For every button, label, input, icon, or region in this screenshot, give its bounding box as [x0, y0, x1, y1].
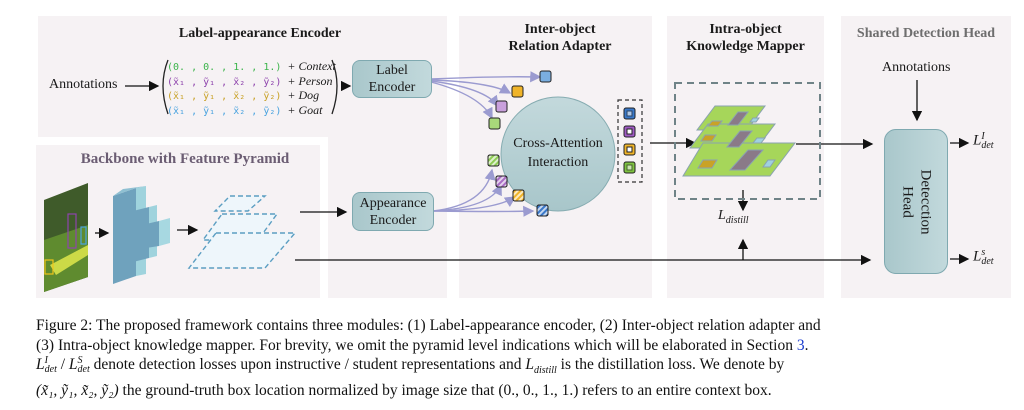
- matrix-coords: (x̃₁ , ỹ₁ , x̃₂ , ỹ₂): [167, 91, 282, 102]
- intra-object-title-line1: Intra-object: [709, 22, 782, 37]
- distill-loss-sub: distill: [725, 214, 749, 226]
- appearance-encoder-flows: [432, 168, 535, 217]
- label-appearance-title: Label-appearance Encoder: [178, 26, 342, 41]
- appearance-encoder-line2: Encoder: [369, 212, 417, 228]
- cap-coords: (x̃₁, ỹ₁, x̃₂, ỹ₂): [36, 381, 119, 399]
- label-token-goat: [539, 70, 552, 83]
- cap-l4b: the ground-truth box location normalized…: [118, 381, 499, 399]
- matrix-row-person: (x̃₁ , ỹ₁ , x̃₂ , ỹ₂) + Person: [167, 73, 336, 90]
- cross-attention-circle: [500, 96, 616, 212]
- label-encoder-line1: Label: [376, 63, 408, 78]
- label-token-dog: [511, 85, 524, 98]
- cap-l1: L: [36, 356, 45, 373]
- intra-object-title: Intra-object Knowledge Mapper: [667, 21, 824, 55]
- annotations-input-label: Annotations: [49, 77, 118, 92]
- matrix-row-dog: (x̃₁ , ỹ₁ , x̃₂ , ỹ₂) + Dog: [167, 89, 336, 104]
- diagram-graphics: [44, 59, 970, 292]
- detection-head-box: Detecction Head: [884, 129, 948, 274]
- detection-head-line1: Detecction: [917, 169, 933, 234]
- label-encoder-box: Label Encoder: [352, 60, 432, 98]
- inter-object-title-line2: Relation Adapter: [508, 39, 612, 54]
- matrix-label: + Goat: [287, 102, 323, 117]
- detection-head-label: Detecction Head: [898, 169, 934, 234]
- cap-l4d: refers to an entire context box.: [578, 381, 772, 399]
- loss-i-base: L: [973, 132, 982, 149]
- label-encoder-line2: Encoder: [368, 80, 416, 95]
- cross-attention-line2: Interaction: [527, 155, 589, 170]
- caption-line4: (x̃₁, ỹ₁, x̃₂, ỹ₂) the ground-truth box …: [36, 381, 1016, 401]
- inter-object-title-line1: Inter-object: [524, 22, 596, 37]
- loss-i-sub: det: [981, 140, 994, 151]
- label-encoder-flows: [430, 71, 542, 120]
- matrix-row-context: (0. , 0. , 1. , 1.) + Context: [167, 60, 336, 75]
- label-token-context: [488, 117, 501, 130]
- cap-mid: denote detection losses upon instructive…: [89, 356, 526, 373]
- caption-line2: (3) Intra-object knowledge mapper. For b…: [36, 336, 1016, 356]
- appearance-encoder-box: Appearance Encoder: [352, 192, 434, 231]
- input-image: [44, 183, 88, 292]
- cap-sub2: det: [77, 364, 90, 376]
- cap-sep: /: [56, 356, 69, 373]
- cap-l2: L: [68, 356, 78, 373]
- caption-line2-end: .: [804, 336, 809, 354]
- label-matrix: (0. , 0. , 1. , 1.) + Context (x̃₁ , ỹ₁ …: [167, 60, 336, 118]
- matrix-label: + Dog: [287, 88, 320, 102]
- matrix-label: + Person: [287, 73, 333, 88]
- distill-loss-base: L: [718, 208, 726, 223]
- cap-context: (0., 0., 1., 1.): [498, 381, 579, 399]
- cap-sub3: distill: [534, 365, 557, 377]
- appearance-encoder-line1: Appearance: [359, 195, 427, 211]
- inter-object-title: Inter-object Relation Adapter: [480, 21, 640, 55]
- output-tokens: [623, 107, 636, 174]
- cap-sub1: det: [44, 364, 57, 376]
- feature-pyramid: [187, 195, 297, 269]
- section-ref-link[interactable]: 3: [796, 336, 805, 354]
- matrix-row-goat: (x̃₁ , ỹ₁ , x̃₂ , ỹ₂) + Goat: [167, 102, 336, 119]
- backbone-title: Backbone with Feature Pyramid: [80, 151, 290, 167]
- cap-sup2: S: [77, 355, 83, 367]
- distill-loss-label: Ldistill: [718, 208, 749, 226]
- matrix-left-bracket: [162, 59, 169, 115]
- annotations-head-label: Annotations: [882, 60, 951, 75]
- label-tokens: [488, 70, 552, 130]
- caption-line1: Figure 2: The proposed framework contain…: [36, 317, 821, 334]
- cross-attention-label: Cross-Attention Interaction: [501, 134, 615, 172]
- shared-head-title: Shared Detection Head: [856, 26, 996, 41]
- loss-i-sup: I: [981, 131, 985, 142]
- mapper-feature-maps: [682, 105, 797, 177]
- output-tokens-dashed-box: [617, 99, 643, 183]
- loss-s-sup: s: [981, 247, 986, 258]
- figure-caption: Figure 2: The proposed framework contain…: [36, 316, 1016, 400]
- detection-head-line2: Head: [899, 185, 915, 218]
- matrix-label: + Context: [287, 59, 336, 73]
- cross-attention-line1: Cross-Attention: [513, 136, 603, 151]
- matrix-coords: (x̃₁ , ỹ₁ , x̃₂ , ỹ₂): [167, 76, 282, 88]
- cap-l3: L: [525, 356, 534, 373]
- loss-s-sub: det: [981, 256, 994, 267]
- cnn-backbone-blocks: [113, 186, 170, 284]
- loss-s-base: L: [973, 248, 982, 265]
- label-token-person: [495, 100, 508, 113]
- matrix-right-bracket: [331, 59, 338, 115]
- cap-sup1: I: [44, 355, 48, 367]
- cap-end: is the distillation loss. We denote by: [556, 356, 785, 373]
- appearance-tokens: [487, 154, 549, 217]
- matrix-coords: (0. , 0. , 1. , 1.): [167, 62, 282, 73]
- intra-object-title-line2: Knowledge Mapper: [686, 39, 805, 54]
- mapper-dashed-box: [674, 82, 821, 200]
- matrix-coords: (x̃₁ , ỹ₁ , x̃₂ , ỹ₂): [167, 105, 282, 117]
- caption-line2-text: (3) Intra-object knowledge mapper. For b…: [36, 336, 797, 354]
